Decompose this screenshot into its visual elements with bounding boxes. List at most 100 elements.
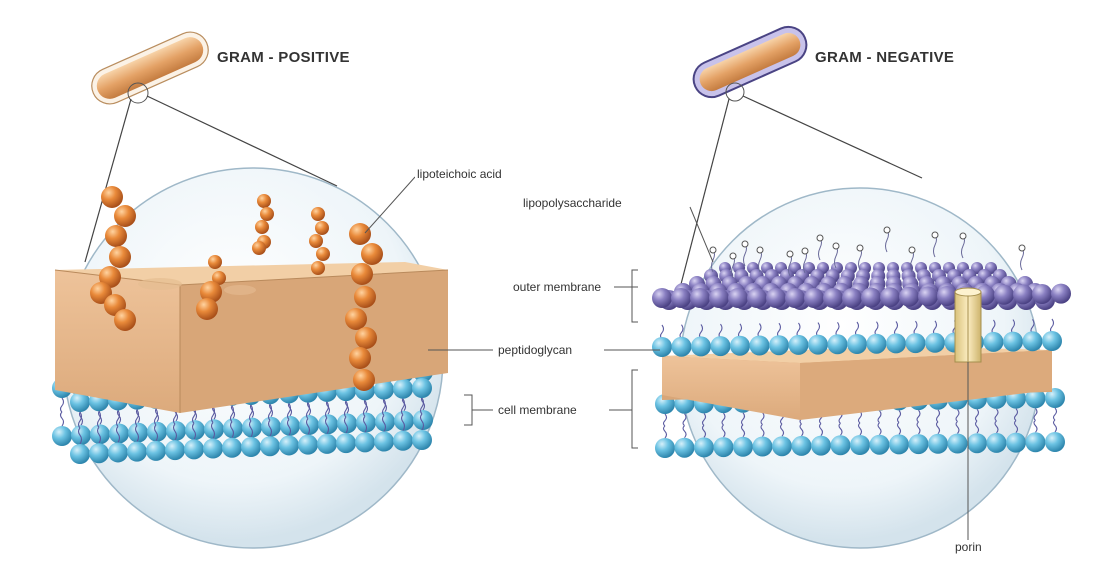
- lipoteichoic-bead: [196, 298, 218, 320]
- lipid-tail: [229, 405, 235, 423]
- lipid-tail: [210, 422, 216, 439]
- gram-positive-title: GRAM - POSITIVE: [217, 49, 350, 66]
- lipoteichoic-bead: [345, 308, 367, 330]
- zoom-line-right-2: [742, 95, 923, 179]
- lipoteichoic-bead: [349, 347, 371, 369]
- lipid-tail: [153, 424, 159, 442]
- lipid-tail: [662, 413, 668, 427]
- lipid-head: [733, 436, 753, 457]
- lipid-head: [1025, 388, 1046, 409]
- lipid-head: [280, 415, 300, 436]
- lipid-tail: [721, 412, 726, 426]
- lipid-head: [89, 443, 109, 464]
- lipid-tail: [305, 418, 311, 435]
- lipid-tail: [682, 413, 687, 427]
- lipid-tail: [659, 324, 665, 340]
- outer-membrane-head: [671, 288, 691, 308]
- lipid-tail: [916, 409, 921, 423]
- lipid-head: [652, 337, 672, 357]
- lipoteichoic-bead: [311, 207, 325, 221]
- lipid-tail: [1033, 407, 1038, 421]
- lipid-tail: [419, 413, 425, 431]
- label-peptidoglycan: peptidoglycan: [496, 343, 575, 357]
- lipid-head: [337, 413, 357, 434]
- lipid-head: [223, 418, 243, 439]
- lipoteichoic-bead: [99, 266, 121, 288]
- lipid-head: [317, 433, 337, 454]
- lipid-head: [184, 439, 204, 460]
- lipid-tail: [1052, 419, 1058, 433]
- zoom-point-left: [127, 82, 149, 104]
- lipid-head: [788, 334, 809, 355]
- lps-sugar: [729, 252, 737, 260]
- lipoteichoic-bead: [260, 207, 274, 221]
- lipid-tail: [740, 412, 746, 426]
- lipid-tail: [1013, 420, 1019, 433]
- outer-membrane-head: [918, 286, 938, 307]
- lipid-head: [318, 414, 338, 435]
- lipid-head: [203, 438, 223, 459]
- lipoteichoic-bead: [355, 327, 377, 349]
- lipid-head: [52, 426, 72, 446]
- gram-negative-panel: [652, 25, 1071, 549]
- lipid-tail: [381, 399, 387, 416]
- lipid-head: [986, 432, 1007, 453]
- lipid-head: [375, 411, 395, 432]
- lipid-head: [413, 410, 433, 430]
- lipid-tail: [701, 413, 707, 426]
- lps-sugar: [786, 250, 794, 258]
- lipid-tail: [974, 408, 980, 422]
- lipid-head: [166, 420, 186, 441]
- lipid-head: [869, 434, 890, 455]
- lipid-head: [752, 436, 773, 457]
- lipid-tail: [59, 397, 65, 413]
- lipid-tail: [955, 421, 960, 434]
- outer-membrane-head: [842, 288, 862, 308]
- lipid-tail: [662, 425, 668, 439]
- lipoteichoic-bead: [109, 246, 131, 268]
- lipid-tail: [267, 403, 273, 421]
- lipid-head: [1045, 432, 1065, 452]
- lipid-tail: [740, 424, 746, 438]
- lipid-head: [674, 437, 695, 458]
- lipid-tail: [362, 415, 368, 433]
- lipid-tail: [818, 423, 824, 436]
- lipid-head: [71, 425, 91, 446]
- outer-membrane-head: [709, 288, 729, 308]
- porin-channel: [954, 287, 982, 363]
- zoom-line-left-1: [84, 98, 132, 263]
- lipoteichoic-bead: [252, 241, 266, 255]
- lipid-head: [165, 440, 185, 461]
- lipid-head: [691, 336, 711, 357]
- lipid-tail: [96, 410, 102, 428]
- lps-sugar: [856, 244, 864, 252]
- outer-membrane-outer-leaflet: [652, 262, 1071, 310]
- lipid-tail: [955, 409, 960, 422]
- lipid-head: [811, 435, 831, 456]
- lipopolysaccharide-chains: [709, 226, 1026, 279]
- label-lipoteichoic-acid: lipoteichoic acid: [415, 167, 504, 181]
- lipid-head: [886, 333, 906, 354]
- lipid-head: [279, 435, 299, 456]
- lipid-head: [772, 436, 792, 457]
- lipid-head: [1006, 432, 1026, 453]
- lipid-tail: [1013, 408, 1019, 422]
- lipid-head: [355, 432, 375, 453]
- lipid-tail: [381, 415, 387, 432]
- lipid-head: [70, 444, 90, 464]
- lipid-tail: [305, 402, 311, 420]
- lipoteichoic-bead: [353, 369, 375, 391]
- lipid-tail: [682, 425, 687, 439]
- lipid-tail: [838, 422, 843, 436]
- lipid-tail: [229, 421, 235, 439]
- lipid-tail: [267, 419, 273, 437]
- label-cell-membrane: cell membrane: [496, 403, 579, 417]
- lipid-tail: [994, 420, 999, 434]
- lipid-tail: [935, 421, 941, 435]
- lipid-tail: [857, 422, 863, 436]
- lipid-head: [1025, 432, 1046, 453]
- lipid-tail: [935, 409, 941, 423]
- lipid-head: [70, 392, 90, 412]
- lipid-head: [928, 433, 948, 454]
- lipid-tail: [721, 424, 726, 438]
